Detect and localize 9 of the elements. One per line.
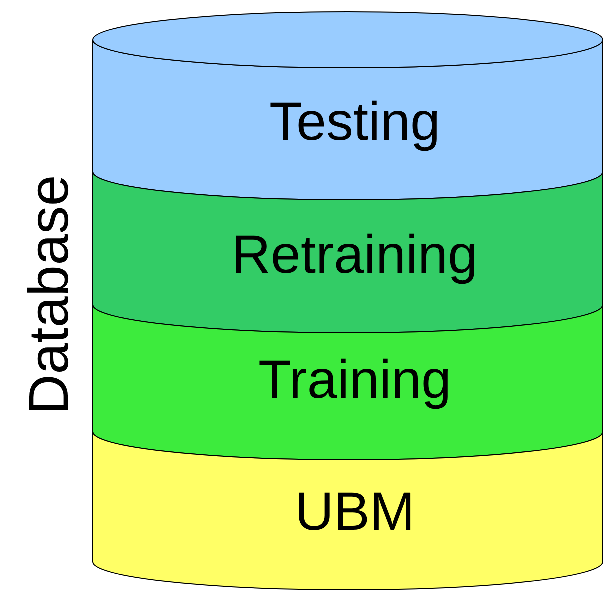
layer-label: UBM xyxy=(295,485,415,539)
layer-label: Training xyxy=(258,353,452,407)
database-layer xyxy=(93,172,604,333)
cylinder-label: Database xyxy=(21,175,77,415)
database-layer xyxy=(93,432,604,590)
layer-label: Retraining xyxy=(232,228,478,282)
database-layer xyxy=(93,305,604,460)
database-layer xyxy=(93,12,604,200)
layer-label: Testing xyxy=(269,95,441,149)
